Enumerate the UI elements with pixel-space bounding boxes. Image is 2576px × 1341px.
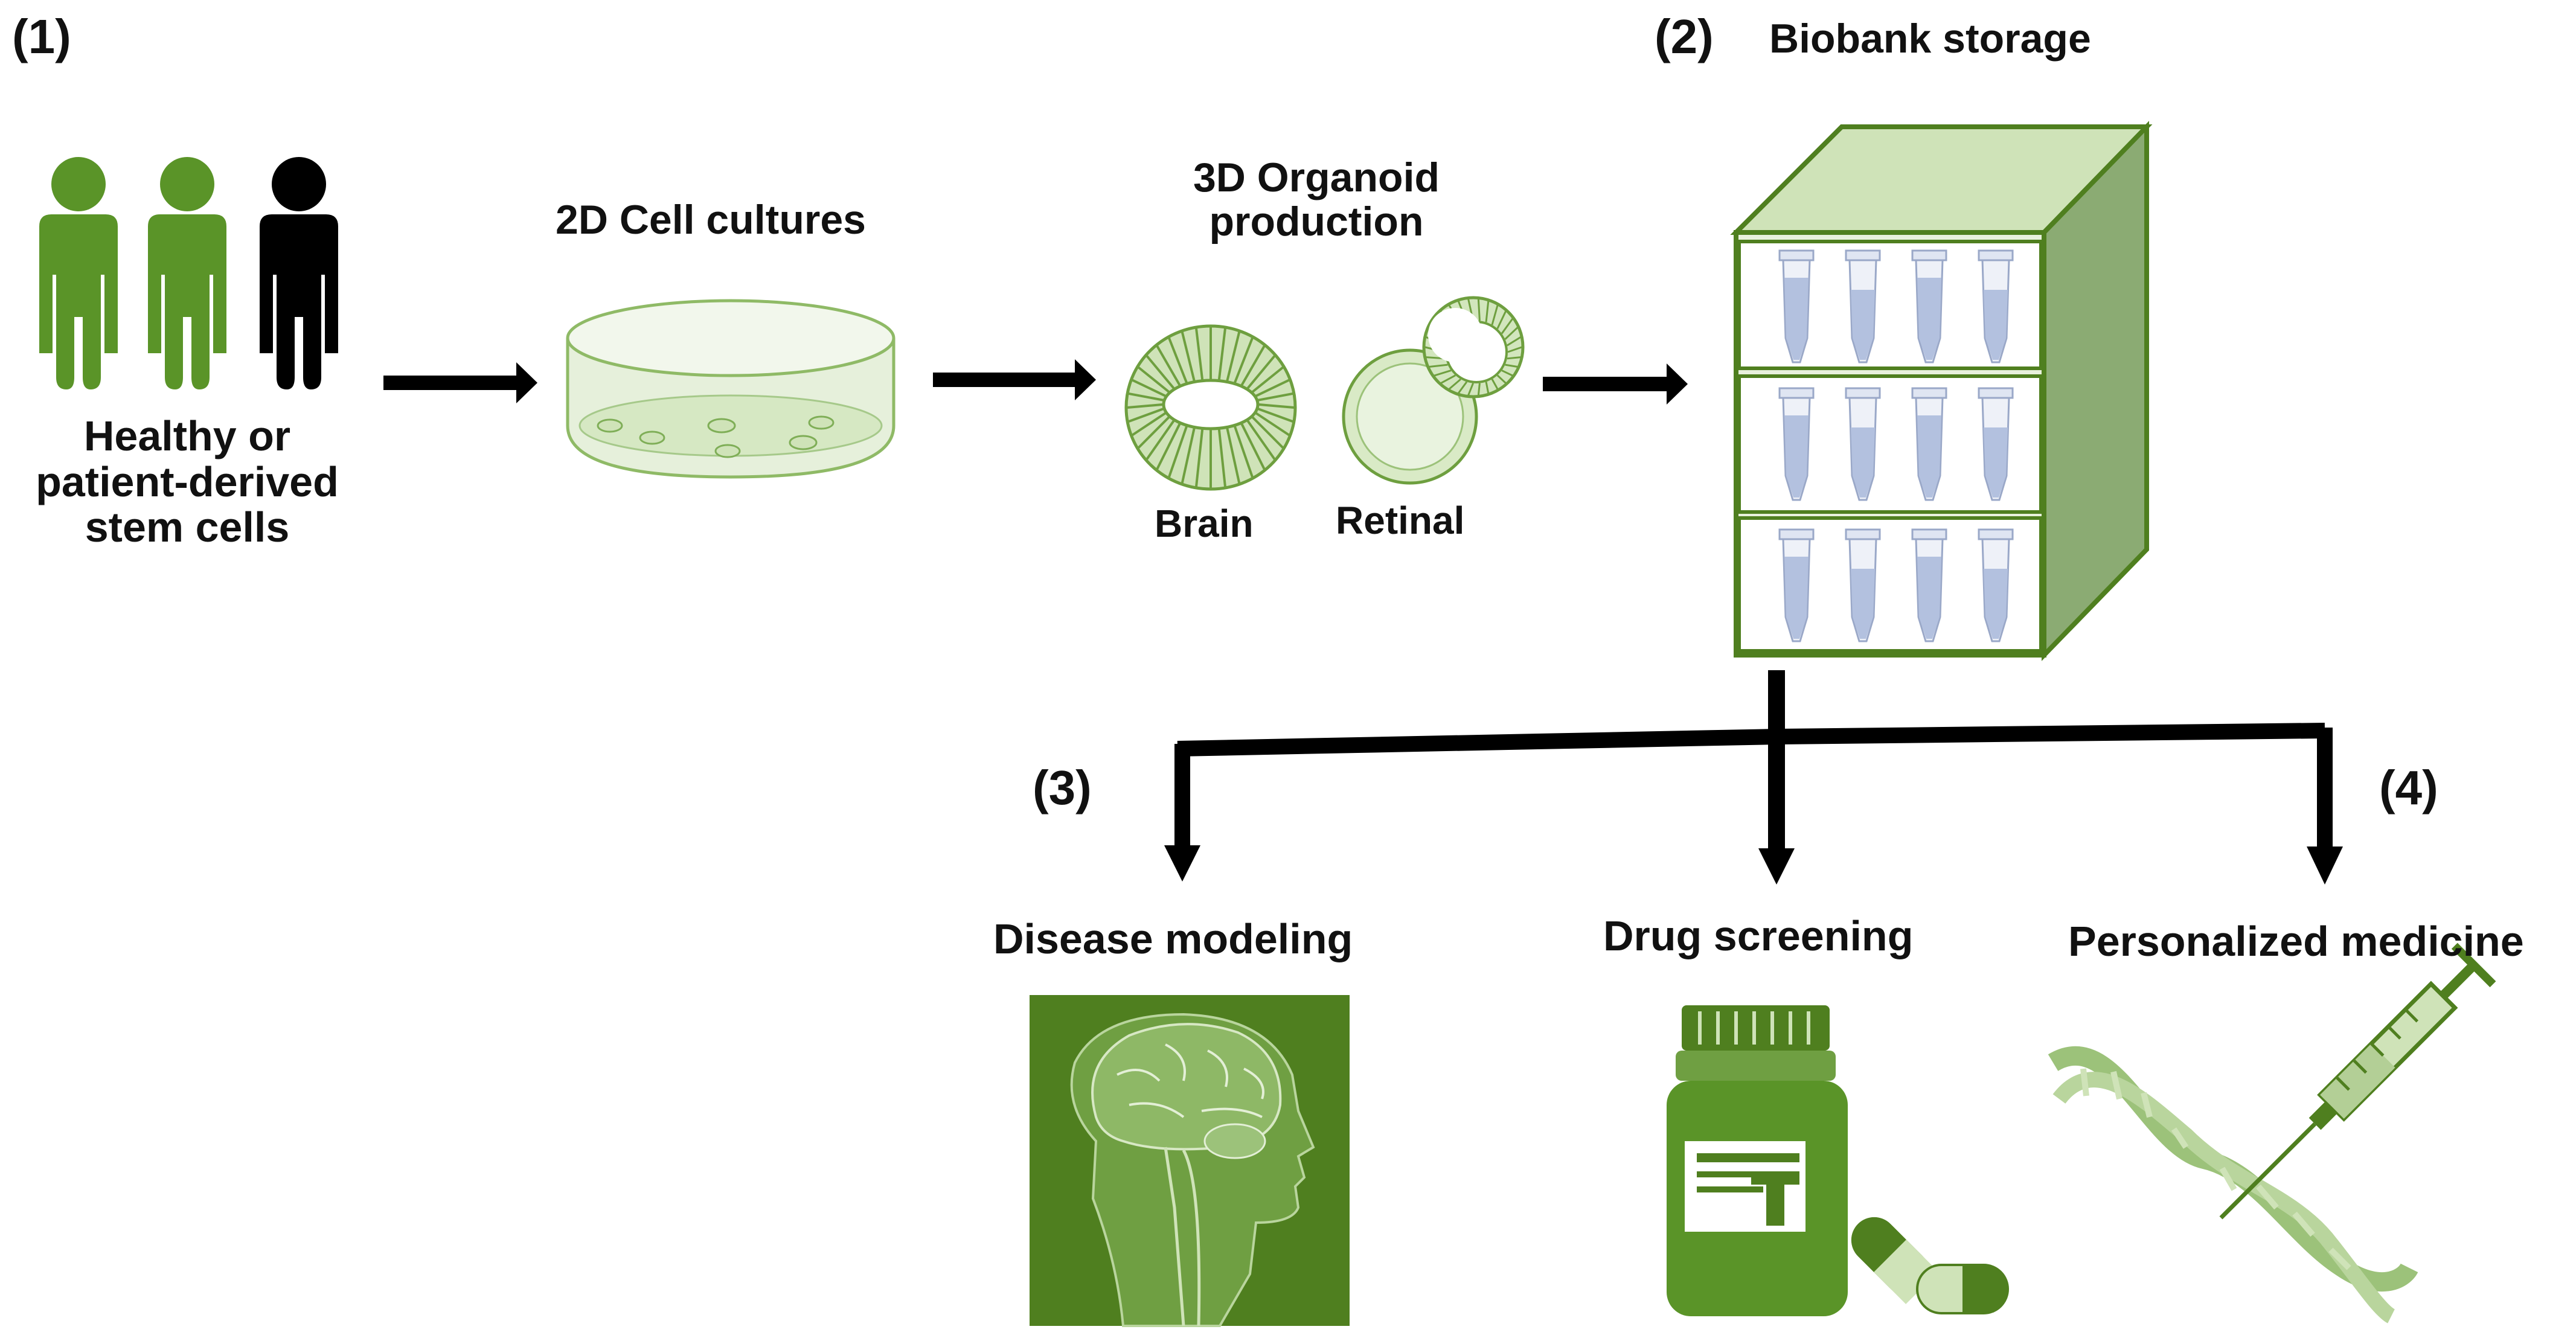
person-icon-black (260, 157, 338, 389)
step-2-label: (2) (1655, 10, 1714, 63)
stem-cells-label: Healthy or patient-derived stem cells (0, 412, 374, 551)
dna-helix-icon (2048, 1046, 2418, 1323)
step-3-label: (3) (1033, 761, 1092, 815)
sample-tube-icon (1845, 249, 1881, 363)
pill-bottle-icon (1667, 1005, 2009, 1316)
biobank-storage-title: Biobank storage (1769, 16, 2091, 62)
sample-tube-icon (1845, 528, 1881, 642)
sample-tube-icon (1778, 528, 1815, 642)
sample-tube-icon (1911, 528, 1947, 642)
sample-tube-icon (1911, 387, 1947, 501)
sample-tube-icon (1978, 387, 2014, 501)
brain-organoid-icon (1124, 324, 1297, 491)
head-brain-icon (1030, 995, 1350, 1327)
brain-label: Brain (1155, 502, 1254, 545)
sample-tube-icon (1978, 249, 2014, 363)
organoid-line-2: production (1209, 199, 1424, 245)
syringe-icon (2219, 943, 2496, 1220)
drug-screening-label: Drug screening (1603, 912, 1914, 959)
sample-tube-icon (1845, 387, 1881, 501)
arrow-stem-to-culture (383, 362, 537, 403)
step-4-label: (4) (2379, 761, 2438, 815)
sample-tube-icon (1978, 528, 2014, 642)
stem-cells-line-2: patient-derived (36, 458, 339, 505)
petri-dish-icon (566, 299, 896, 479)
person-icon-green-2 (148, 157, 226, 389)
person-icon-green-1 (39, 157, 118, 389)
cell-cultures-label: 2D Cell cultures (556, 197, 866, 243)
arrow-culture-to-organoid (933, 359, 1096, 400)
sample-tube-icon (1778, 387, 1815, 501)
step-1-label: (1) (12, 10, 71, 63)
retinal-organoid-icon (1342, 296, 1525, 485)
stem-cells-line-3: stem cells (85, 504, 290, 551)
organoid-line-1: 3D Organoid (1193, 155, 1440, 200)
disease-modeling-label: Disease modeling (993, 915, 1353, 962)
organoid-production-label: 3D Organoid production (1135, 155, 1498, 245)
sample-tube-icon (1911, 249, 1947, 363)
arrow-organoid-to-biobank (1543, 363, 1688, 405)
personalized-medicine-label: Personalized medicine (2068, 918, 2524, 965)
biobank-cabinet-icon (1730, 121, 2153, 661)
sample-tube-icon (1778, 249, 1815, 363)
branch-arrows (1164, 670, 2343, 885)
retinal-label: Retinal (1336, 499, 1465, 542)
stem-cells-line-1: Healthy or (83, 412, 291, 459)
